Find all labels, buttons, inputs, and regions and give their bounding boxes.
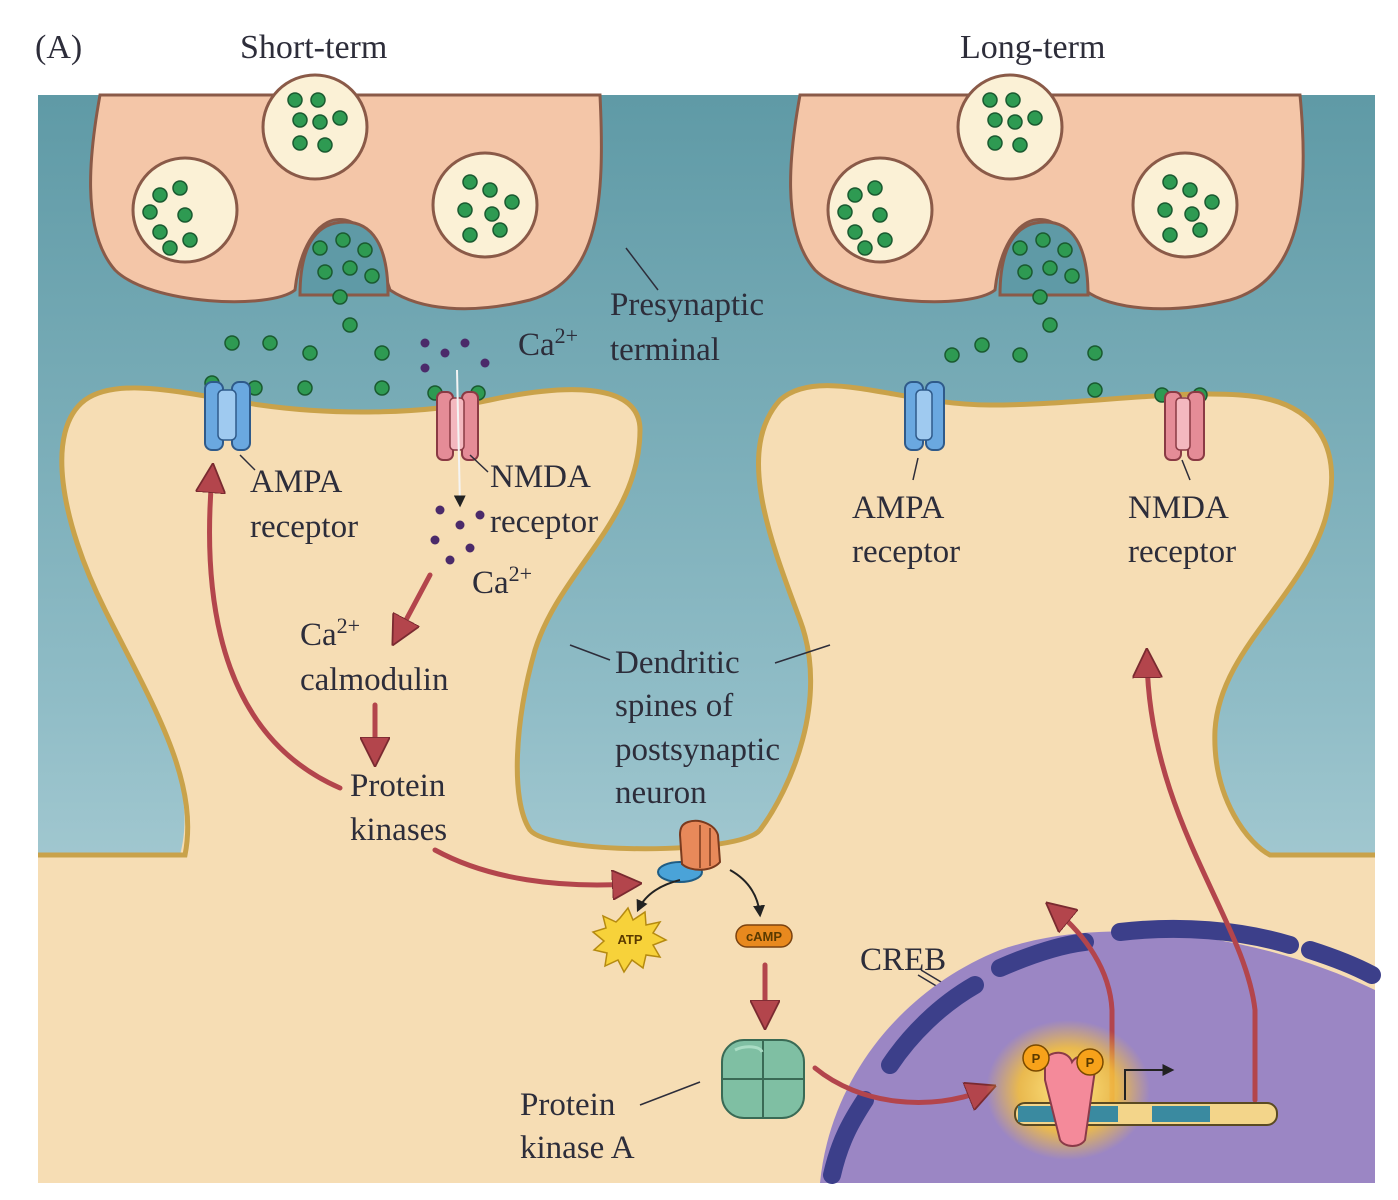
atp-label: ATP: [617, 932, 642, 947]
camp-label: cAMP: [746, 929, 782, 944]
presynaptic-label-1: Presynaptic: [610, 287, 764, 323]
protein-kinases-label-2: kinases: [350, 812, 447, 848]
heading-short-term: Short-term: [240, 29, 387, 66]
ampa-left-label-1: AMPA: [250, 464, 342, 500]
ca-calmodulin-label-1: Ca2+: [300, 613, 360, 653]
ampa-receptor-right: [904, 381, 945, 451]
left-spine-membrane: [38, 385, 762, 858]
ampa-right-label-1: AMPA: [852, 490, 944, 526]
phosphate-2: [1076, 1048, 1104, 1076]
transcription-start-arrow: [1124, 1064, 1175, 1100]
ampa-left-label-2: receptor: [250, 509, 358, 545]
adenylyl-cyclase: [657, 819, 722, 883]
arrow-pk-to-ampa: [210, 475, 343, 791]
protein-kinases-label-1: Protein: [350, 768, 445, 804]
ca-calmodulin-label-2: calmodulin: [300, 662, 448, 698]
nmda-left-label-1: NMDA: [490, 459, 591, 495]
camp-molecule: cAMP: [735, 924, 793, 948]
neurotransmitter-molecules: [142, 92, 1220, 403]
nuclear-envelope: [823, 919, 1381, 1184]
atp-burst: ATP: [591, 906, 668, 974]
phosphate-1: [1022, 1044, 1050, 1072]
ampa-receptor-left: [204, 381, 251, 451]
vesicle: [1131, 151, 1239, 259]
arrow-gene-to-synapse-1: [1055, 910, 1115, 1108]
arrow-to-camp: [729, 869, 766, 918]
arrow-ca-to-calmodulin: [398, 572, 433, 635]
phosphate-2-label: P: [1086, 1055, 1095, 1070]
arrow-pka-to-nucleus: [812, 1065, 985, 1102]
dendritic-label-4: neuron: [615, 775, 707, 811]
protein-kinase-a: [721, 1039, 805, 1119]
dendritic-label-3: postsynaptic: [615, 732, 780, 768]
ampa-right-label-2: receptor: [852, 534, 960, 570]
ca-top-label: Ca2+: [518, 323, 578, 363]
dendritic-label-1: Dendritic: [615, 645, 740, 681]
dendritic-label-2: spines of: [615, 688, 733, 724]
panel-label: (A): [35, 29, 82, 66]
nmda-right-label-1: NMDA: [1128, 490, 1229, 526]
vesicle: [431, 151, 539, 259]
presynaptic-label-2: terminal: [610, 332, 720, 368]
nmda-right-label-2: receptor: [1128, 534, 1236, 570]
pka-label-2: kinase A: [520, 1130, 635, 1166]
right-spine-membrane: [756, 383, 1375, 858]
arrow-pk-to-cyclase: [432, 847, 630, 885]
calcium-ions: [420, 338, 490, 565]
ca-mid-label: Ca2+: [472, 561, 532, 601]
arrow-to-atp: [636, 879, 681, 913]
nmda-receptor-left: [436, 391, 479, 461]
nmda-left-label-2: receptor: [490, 504, 598, 540]
nmda-receptor-right: [1164, 391, 1205, 461]
creb-label: CREB: [860, 942, 946, 978]
signaling-arrows: [210, 475, 1258, 1108]
calcium-influx-arrow: [453, 369, 466, 508]
arrow-gene-to-synapse-2: [1147, 660, 1258, 1103]
phosphate-1-label: P: [1032, 1051, 1041, 1066]
creb-complex: P P: [986, 1020, 1278, 1160]
pka-label-1: Protein: [520, 1087, 615, 1123]
heading-long-term: Long-term: [960, 29, 1105, 66]
